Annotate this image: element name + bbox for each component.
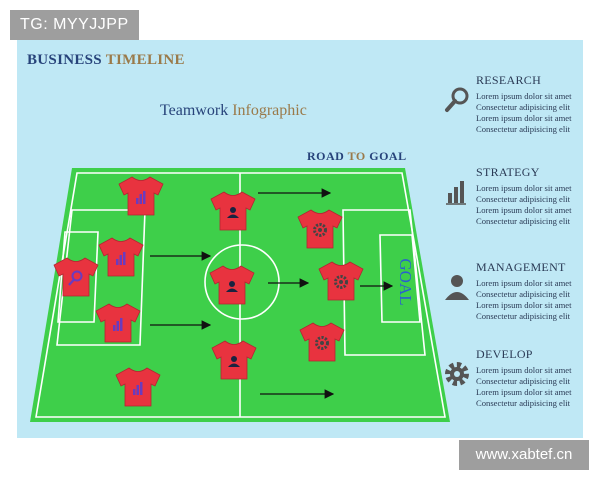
bar-chart-icon xyxy=(446,181,466,205)
bar-chart-icon xyxy=(136,191,146,204)
section-line: Consectetur adipisicing elit xyxy=(476,194,571,204)
road-to-goal-label: ROAD TO GOAL xyxy=(307,149,407,163)
person-icon xyxy=(228,356,240,367)
person-icon xyxy=(227,207,239,218)
gear-icon xyxy=(313,223,327,237)
player-shirt xyxy=(318,261,364,301)
center-circle xyxy=(204,244,280,320)
field-boundary xyxy=(35,172,446,418)
tg-watermark: TG: MYYJJPP xyxy=(10,10,139,40)
section-line: Consectetur adipisicing elit xyxy=(476,289,571,299)
section-line: Lorem ipsum dolor sit amet xyxy=(476,113,572,123)
section-line: Consectetur adipisicing elit xyxy=(476,124,571,134)
section-line: Lorem ipsum dolor sit amet xyxy=(476,91,572,101)
players xyxy=(53,176,364,407)
section-line: Lorem ipsum dolor sit amet xyxy=(476,183,572,193)
left-goal-box xyxy=(57,231,99,323)
player-shirt xyxy=(95,303,141,343)
gear-icon xyxy=(315,336,329,350)
player-shirt xyxy=(118,176,164,216)
player-shirt xyxy=(98,237,144,277)
bar-chart-icon xyxy=(113,318,123,331)
section-line: Consectetur adipisicing elit xyxy=(476,102,571,112)
right-penalty-box xyxy=(342,209,426,356)
left-penalty-box xyxy=(56,209,146,346)
goal-label: GOAL xyxy=(396,258,415,305)
magnifier-icon xyxy=(445,87,469,112)
person-icon xyxy=(226,281,238,292)
player-shirt xyxy=(115,367,161,407)
magnifier-icon xyxy=(68,270,83,286)
section-title: DEVELOP xyxy=(476,347,533,361)
player-shirt xyxy=(210,191,256,231)
section-line: Consectetur adipisicing elit xyxy=(476,216,571,226)
site-watermark: www.xabtef.cn xyxy=(459,440,589,470)
section-title: RESEARCH xyxy=(476,73,542,87)
bar-chart-icon xyxy=(116,252,126,265)
gear-icon xyxy=(334,275,348,289)
subtitle: Teamwork Infographic xyxy=(160,102,307,119)
player-shirt xyxy=(297,209,343,249)
player-shirt xyxy=(211,340,257,380)
bar-chart-icon xyxy=(133,382,143,395)
section-line: Lorem ipsum dolor sit amet xyxy=(476,205,572,215)
section-line: Lorem ipsum dolor sit amet xyxy=(476,365,572,375)
section-line: Consectetur adipisicing elit xyxy=(476,311,571,321)
section-line: Lorem ipsum dolor sit amet xyxy=(476,300,572,310)
player-shirt xyxy=(53,257,99,297)
person-icon xyxy=(445,275,469,300)
player-shirt xyxy=(209,265,255,305)
right-goal-box xyxy=(379,234,421,323)
play-arrows xyxy=(150,188,394,399)
player-shirt xyxy=(299,322,345,362)
section-line: Lorem ipsum dolor sit amet xyxy=(476,387,572,397)
main-title: BUSINESS TIMELINE xyxy=(27,52,185,68)
section-title: STRATEGY xyxy=(476,165,540,179)
gear-icon xyxy=(445,362,469,386)
section-title: MANAGEMENT xyxy=(476,260,566,274)
section-line: Consectetur adipisicing elit xyxy=(476,376,571,386)
section-line: Consectetur adipisicing elit xyxy=(476,398,571,408)
section-line: Lorem ipsum dolor sit amet xyxy=(476,278,572,288)
